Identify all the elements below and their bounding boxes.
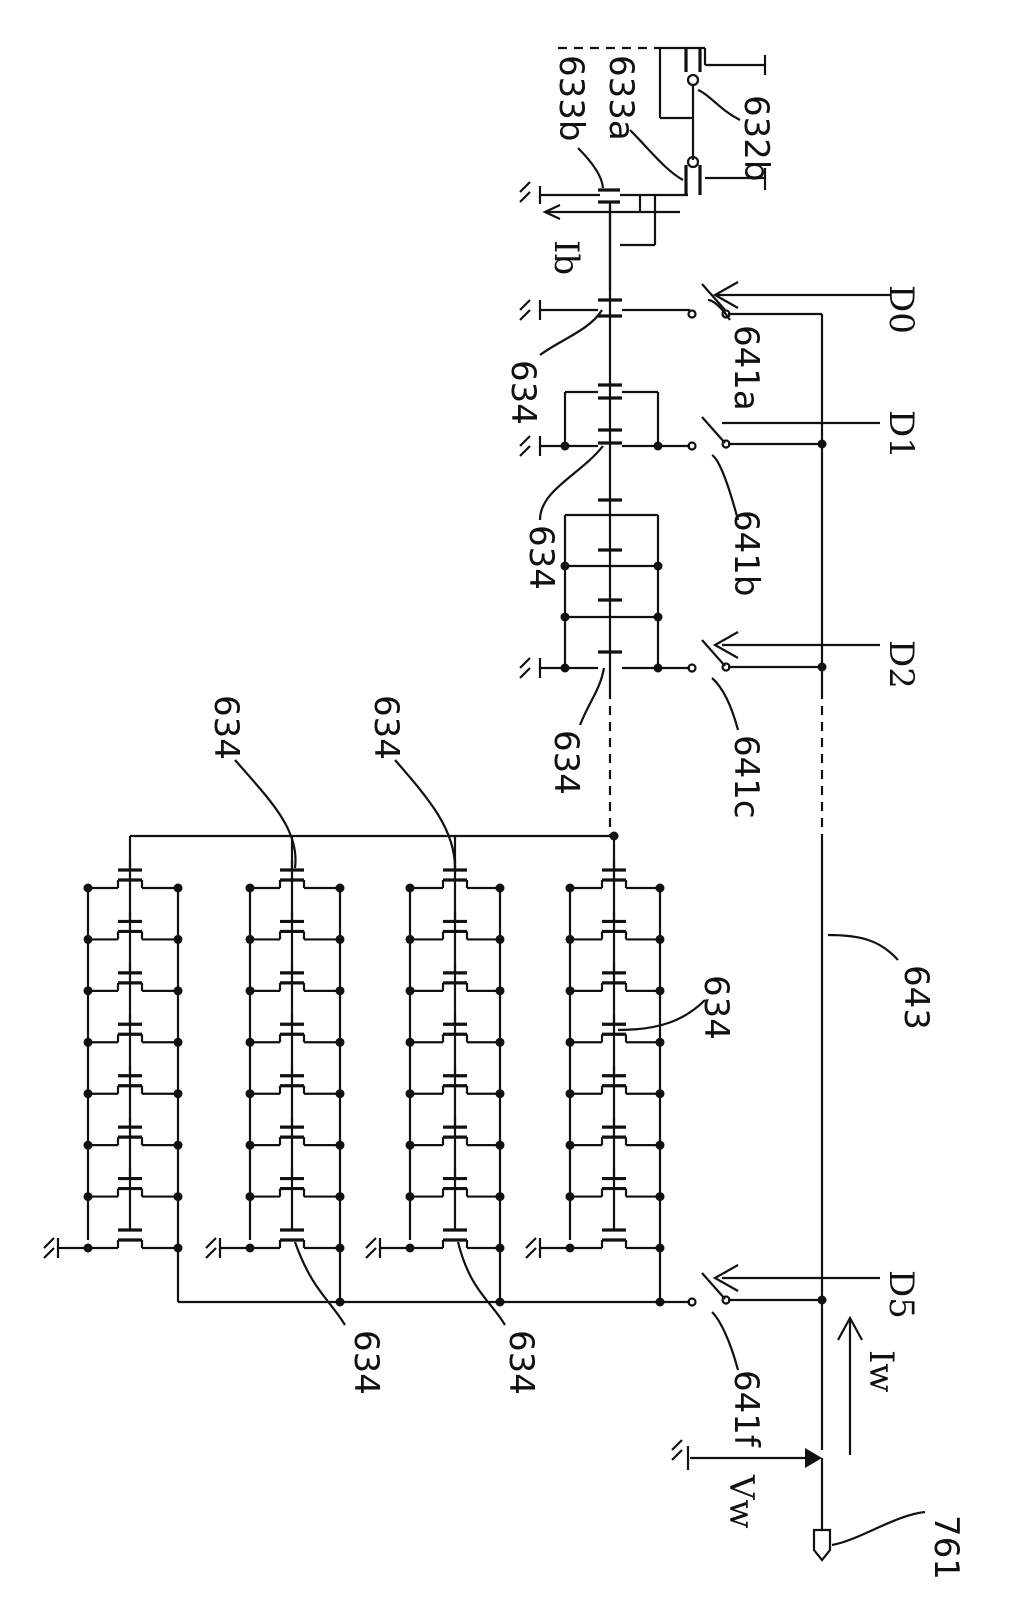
label-ib: Ib bbox=[546, 240, 586, 275]
bit-group-d1 bbox=[520, 385, 880, 456]
ref-634-g: 634 bbox=[346, 1330, 386, 1395]
terminal-761 bbox=[814, 1458, 830, 1560]
ref-634-e: 634 bbox=[366, 695, 406, 760]
label-iw: Iw bbox=[861, 1350, 901, 1393]
ref-641c: 641c bbox=[726, 735, 766, 819]
bit-group-d5 bbox=[689, 1265, 881, 1306]
transistor-columns bbox=[44, 836, 665, 1302]
ref-634-c: 634 bbox=[546, 730, 586, 795]
ref-632b: 632b bbox=[736, 95, 776, 181]
label-d2: D2 bbox=[881, 640, 921, 689]
bit-group-d0 bbox=[520, 282, 890, 320]
ref-633a: 633a bbox=[601, 55, 641, 141]
ref-634-a: 634 bbox=[503, 360, 543, 425]
ref-641a: 641a bbox=[726, 325, 766, 411]
iw-arrow bbox=[838, 1318, 862, 1455]
ref-634-h: 634 bbox=[501, 1330, 541, 1395]
ref-641f: 641f bbox=[726, 1370, 766, 1448]
label-vw: Vw bbox=[721, 1474, 761, 1529]
ref-641b: 641b bbox=[726, 510, 766, 596]
labels: D0 D1 D2 D5 Ib Iw Vw 632b 633a 633b 641a… bbox=[206, 55, 966, 1580]
ref-634-d: 634 bbox=[206, 695, 246, 760]
ref-634-b: 634 bbox=[521, 525, 561, 590]
ref-643: 643 bbox=[896, 965, 936, 1030]
ref-633b: 633b bbox=[551, 55, 591, 141]
ref-634-f: 634 bbox=[696, 975, 736, 1040]
ref-761: 761 bbox=[926, 1515, 966, 1580]
label-d0: D0 bbox=[881, 285, 921, 334]
label-d5: D5 bbox=[881, 1270, 921, 1319]
label-d1: D1 bbox=[881, 410, 921, 459]
bit-group-d2 bbox=[520, 500, 880, 678]
